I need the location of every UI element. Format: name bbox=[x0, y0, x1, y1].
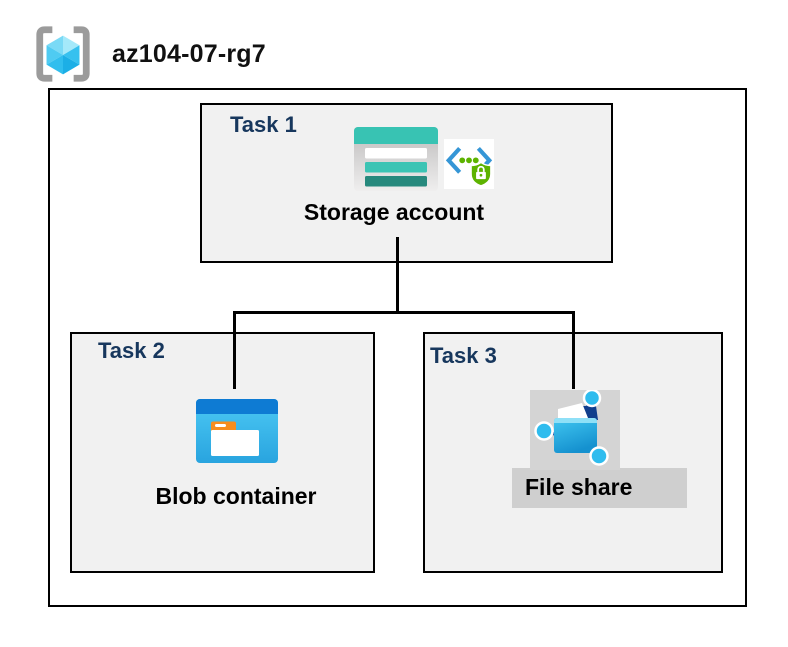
connector-branch bbox=[233, 311, 575, 314]
resource-group-name: az104-07-rg7 bbox=[112, 40, 266, 68]
blob-container-icon bbox=[196, 399, 278, 463]
blob-container-caption: Blob container bbox=[155, 483, 317, 509]
task1-label: Task 1 bbox=[230, 112, 297, 137]
sas-security-icon bbox=[444, 139, 494, 189]
connector-storage-stem bbox=[396, 237, 399, 313]
resource-group-icon bbox=[36, 26, 90, 82]
fileshare-label-band bbox=[512, 468, 687, 508]
file-share-icon bbox=[534, 388, 609, 466]
connector-to-fileshare bbox=[572, 311, 575, 389]
task2-label: Task 2 bbox=[98, 338, 165, 363]
storage-account-icon bbox=[354, 127, 438, 191]
file-share-caption: File share bbox=[525, 474, 633, 500]
connector-to-blob bbox=[233, 311, 236, 389]
storage-account-caption: Storage account bbox=[303, 199, 485, 225]
task3-label: Task 3 bbox=[430, 343, 497, 368]
fileshare-icon-tile bbox=[530, 388, 620, 470]
